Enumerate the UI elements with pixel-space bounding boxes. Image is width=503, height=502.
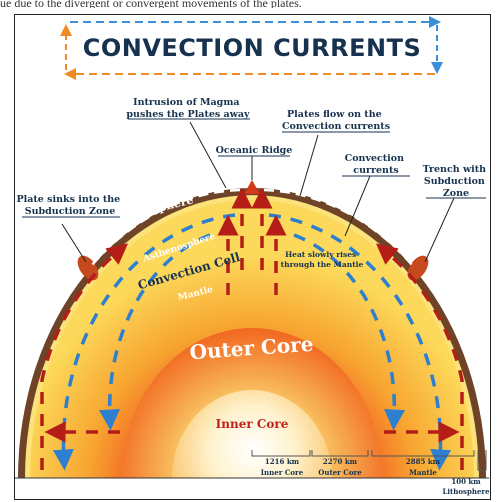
scale-outer-name: Outer Core bbox=[318, 468, 362, 477]
leader-lines bbox=[61, 121, 455, 263]
scale-litho-value: 100 km bbox=[451, 477, 481, 486]
scale-mantle-name: Mantle bbox=[409, 468, 437, 477]
subduction-right bbox=[407, 255, 429, 281]
label-trench: Trench with Subduction Zone bbox=[423, 164, 490, 199]
label-heat-rises: Heat slowly rises through the Mantle bbox=[281, 250, 364, 269]
scale-outer-value: 2270 km bbox=[323, 457, 358, 466]
diagram-frame bbox=[14, 14, 491, 500]
label-plate-sinks: Plate sinks into the Subduction Zone bbox=[17, 194, 124, 217]
scale-brackets bbox=[251, 450, 487, 471]
label-intrusion: Intrusion of Magma pushes the Plates awa… bbox=[126, 97, 250, 120]
scale-mantle-value: 2885 km bbox=[406, 457, 441, 466]
label-convection-currents: Convection currents bbox=[345, 153, 408, 176]
label-oceanic-ridge: Oceanic Ridge bbox=[216, 145, 293, 156]
label-plates-flow: Plates flow on the Convection currents bbox=[282, 109, 390, 132]
scale-litho-name: Lithosphere bbox=[442, 487, 490, 496]
label-inner-core: Inner Core bbox=[216, 417, 289, 431]
title: CONVECTION CURRENTS bbox=[83, 34, 422, 62]
scale-inner-value: 1216 km bbox=[265, 457, 300, 466]
scale-inner-name: Inner Core bbox=[261, 468, 304, 477]
oceanic-ridge-mark bbox=[244, 180, 260, 194]
convection-arrows-red bbox=[40, 187, 464, 470]
caption-fragment: ue due to the divergent or convergent mo… bbox=[0, 0, 302, 8]
scale-labels: 1216 km Inner Core 2270 km Outer Core 28… bbox=[261, 457, 490, 496]
title-arrow-frame bbox=[60, 16, 443, 80]
convection-arrows-blue bbox=[52, 213, 452, 471]
